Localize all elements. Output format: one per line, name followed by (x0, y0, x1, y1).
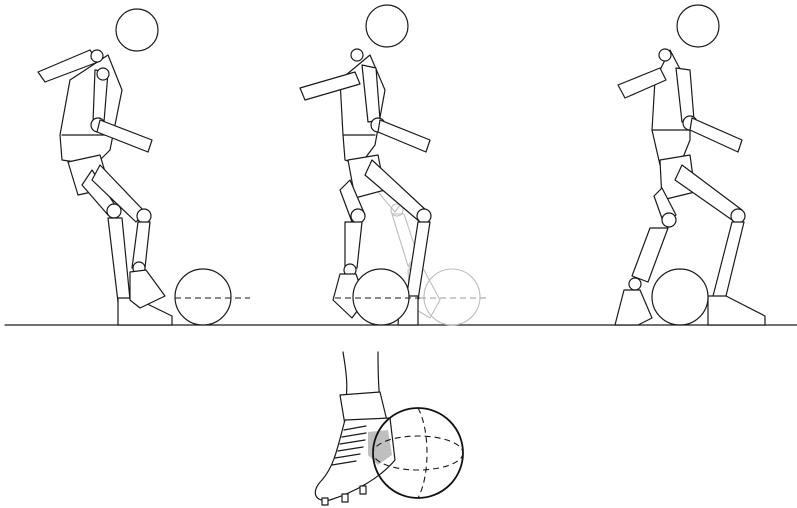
forearm (378, 120, 430, 152)
shin (345, 222, 362, 268)
back-foot (615, 290, 652, 325)
ball (353, 269, 409, 325)
forearm (690, 118, 742, 152)
figure-pose-2 (300, 5, 490, 325)
shin (632, 228, 668, 282)
leg-left-edge (343, 352, 347, 398)
front-foot (708, 296, 765, 325)
figure-pose-3 (615, 5, 765, 325)
ghost-ball (424, 269, 480, 325)
head (677, 5, 719, 47)
ball (652, 269, 708, 325)
boot-ball-detail (315, 352, 463, 505)
ball (175, 269, 231, 325)
knee-joint (662, 213, 676, 227)
head (366, 5, 408, 47)
head (116, 9, 158, 51)
shin (108, 218, 130, 302)
figure-pose-1 (38, 9, 250, 325)
knee-joint (351, 209, 365, 223)
ball-meridian (418, 408, 427, 498)
front-foot (130, 270, 165, 308)
